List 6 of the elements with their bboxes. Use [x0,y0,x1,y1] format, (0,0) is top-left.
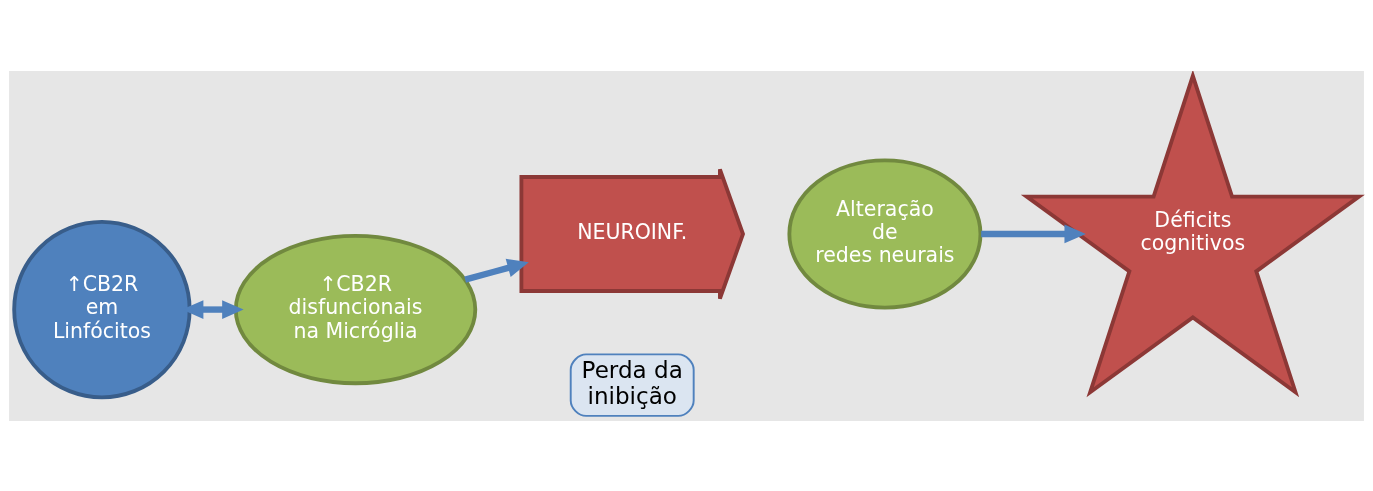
arrow [981,224,1086,243]
node-box: Perda da inibição [569,352,695,417]
node-circle: ↑CB2R em Linfócitos [12,219,192,399]
node-ellipse: ↑CB2R disfuncionais na Micróglia [233,233,478,385]
arrow [464,258,529,283]
node-ellipse: Alteração de redes neurais [787,157,983,310]
